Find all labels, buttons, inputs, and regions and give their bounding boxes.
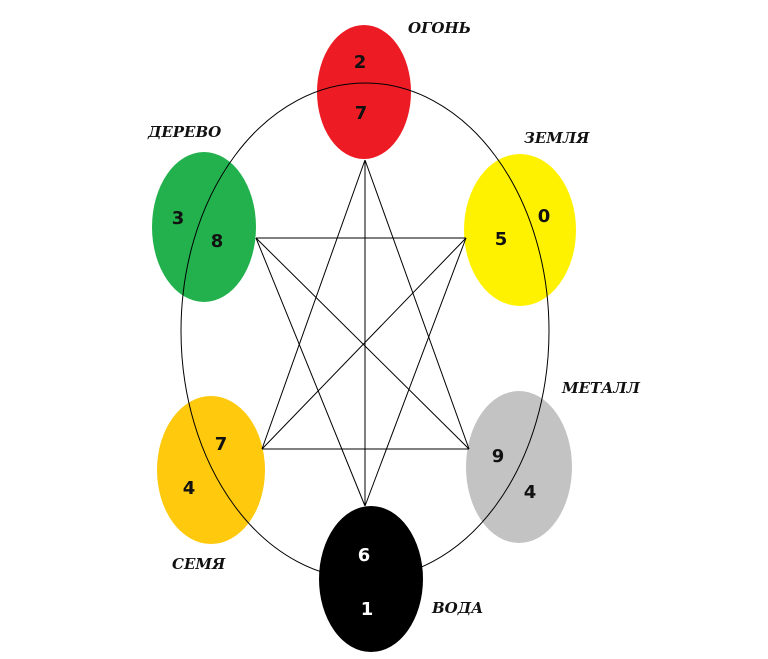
connection-fire-metal <box>364 159 470 450</box>
seed-number-1: 7 <box>215 434 228 455</box>
connection-earth-seed <box>261 237 467 450</box>
node-earth <box>464 154 576 306</box>
label-wood: ДЕРЕВО <box>147 123 221 141</box>
earth-number-2: 0 <box>538 206 551 227</box>
fire-number-2: 7 <box>355 103 368 124</box>
node-wood <box>152 152 256 302</box>
water-number-2: 1 <box>361 599 374 620</box>
metal-number-2: 4 <box>524 482 537 503</box>
node-seed <box>157 396 265 544</box>
label-seed: СЕМЯ <box>172 555 226 573</box>
connection-wood-water <box>255 237 366 507</box>
water-number-1: 6 <box>358 545 371 566</box>
wood-number-2: 8 <box>211 231 224 252</box>
connection-earth-water <box>364 237 467 507</box>
wood-number-1: 3 <box>172 208 185 229</box>
node-fire <box>317 25 411 159</box>
fire-number-1: 2 <box>354 52 367 73</box>
label-metal: МЕТАЛЛ <box>561 379 641 397</box>
connection-fire-seed <box>261 159 366 450</box>
connection-wood-metal <box>255 237 470 450</box>
label-fire: ОГОНЬ <box>408 19 471 37</box>
outer-circle <box>180 82 550 580</box>
seed-number-2: 4 <box>183 478 196 499</box>
earth-number-1: 5 <box>495 229 508 250</box>
metal-number-1: 9 <box>492 446 505 467</box>
label-earth: ЗЕМЛЯ <box>524 129 590 147</box>
label-water: ВОДА <box>431 599 483 617</box>
